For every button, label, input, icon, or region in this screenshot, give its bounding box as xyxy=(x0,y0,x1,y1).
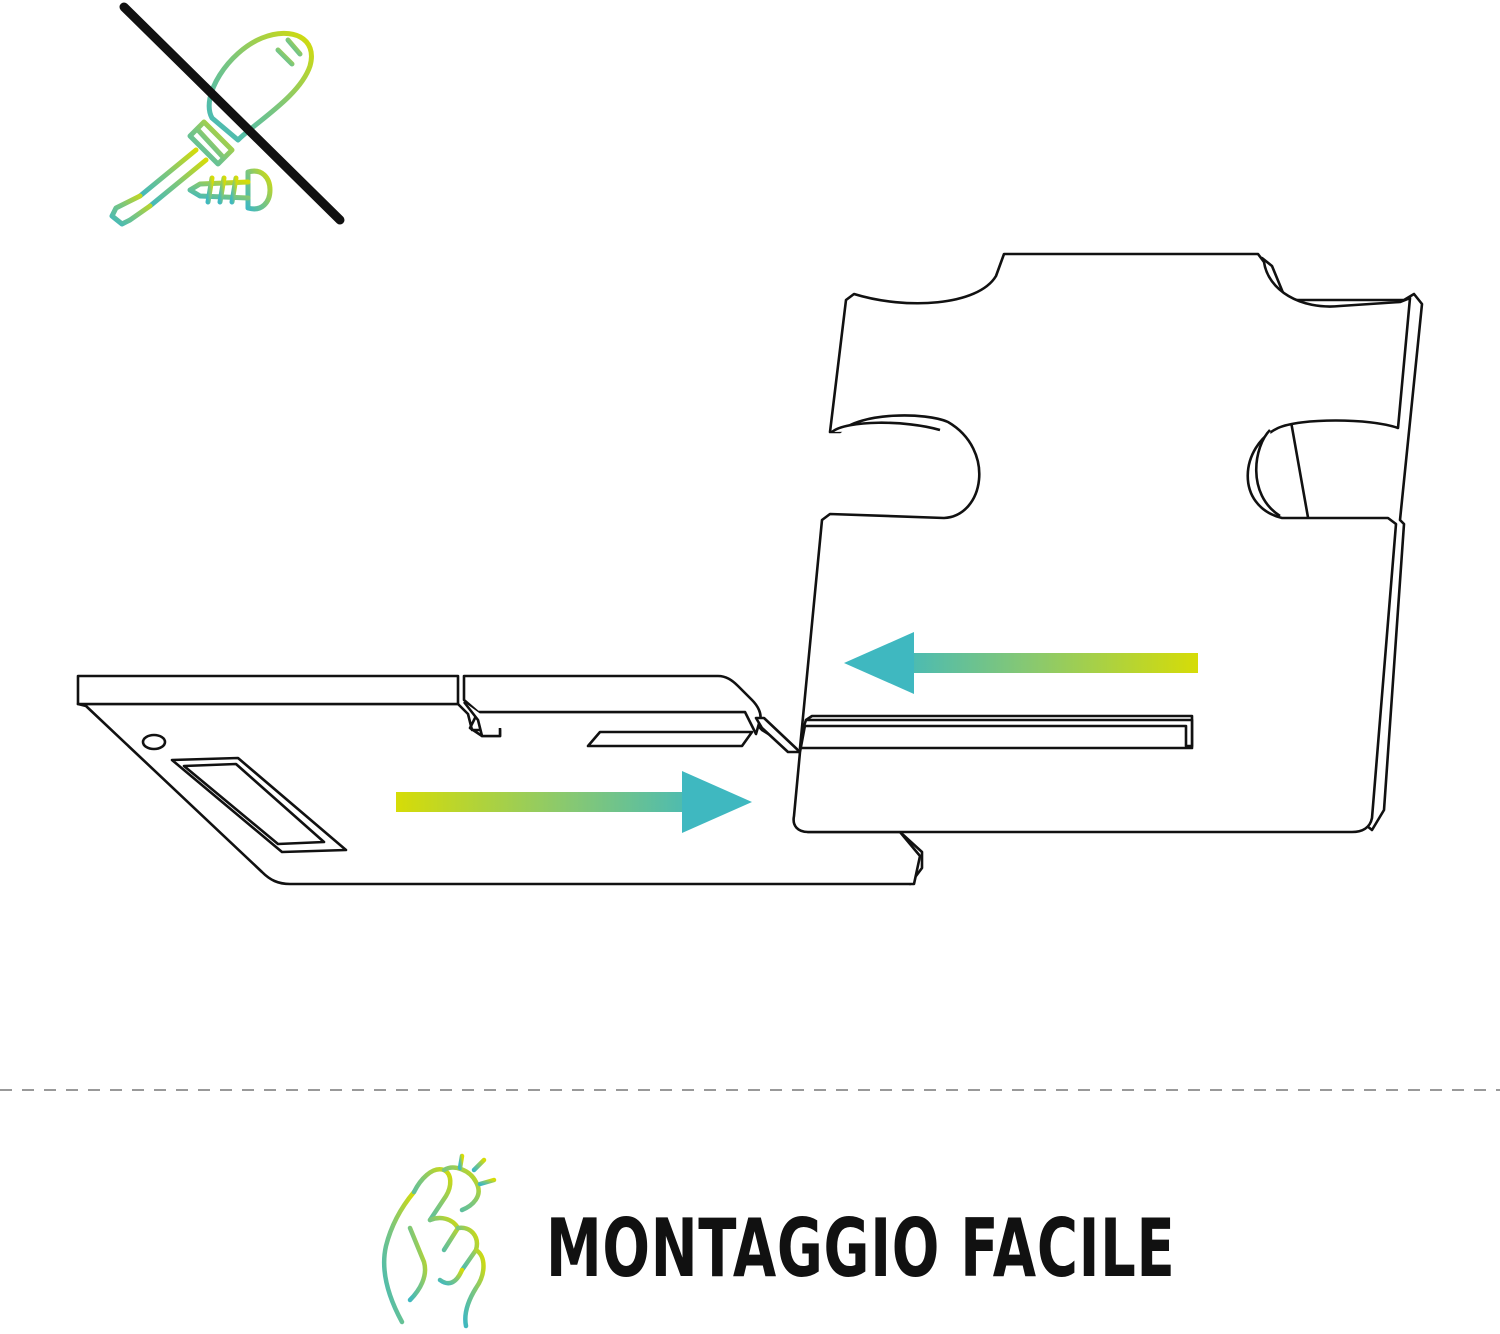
arrow-left-shaft xyxy=(886,653,1198,673)
arrow-right-head xyxy=(682,771,752,833)
arrow-left-head xyxy=(844,632,914,694)
upright-plate xyxy=(792,252,1424,834)
prohibit-slash xyxy=(119,2,345,225)
finger-snap-icon xyxy=(381,1153,497,1329)
arrow-right-shaft xyxy=(396,792,716,812)
arrow-left xyxy=(844,632,1198,694)
caption-title: MONTAGGIO FACILE xyxy=(546,1202,1176,1295)
no-screwdriver-icon xyxy=(109,30,314,227)
base-plate xyxy=(76,674,924,886)
arrow-right xyxy=(396,771,752,833)
